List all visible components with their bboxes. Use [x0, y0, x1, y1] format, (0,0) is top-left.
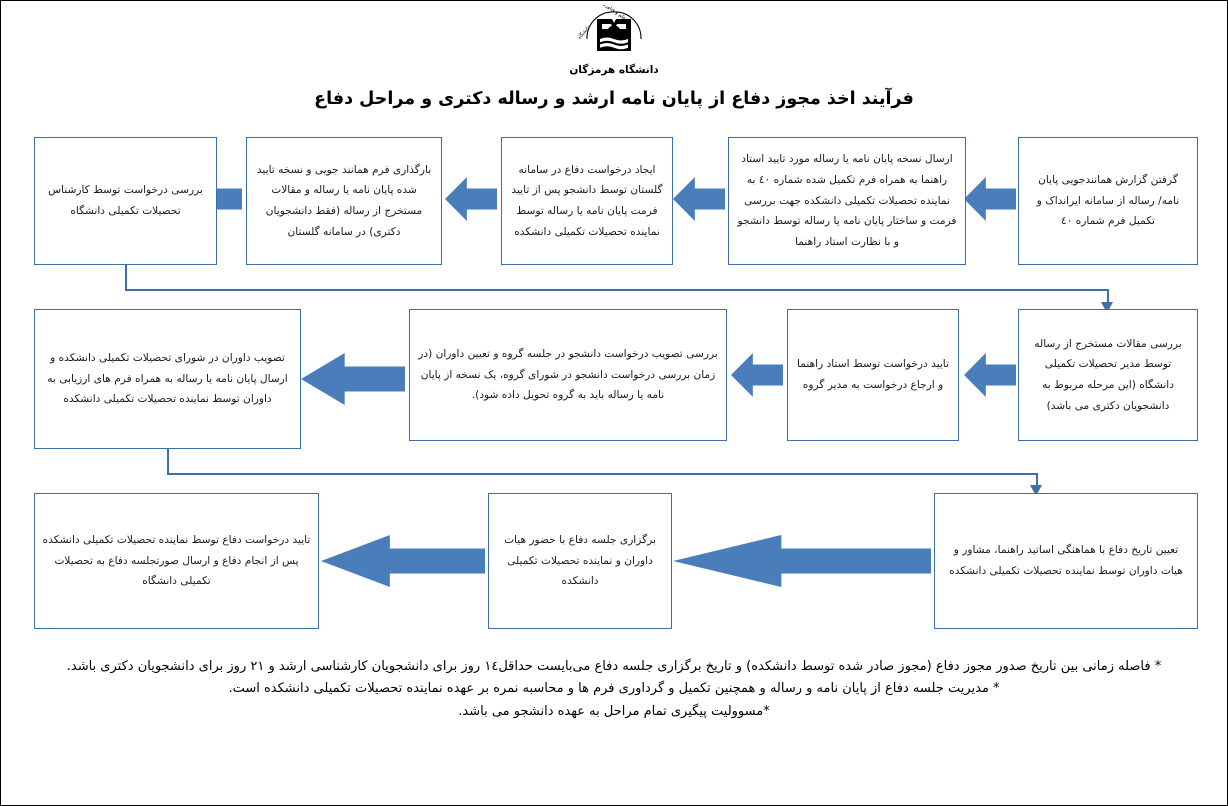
flow-step-9[interactable]: تصویب داوران در شورای تحصیلات تکمیلی دان… [34, 309, 301, 449]
flow-step-10-label: تعیین تاریخ دفاع با هماهنگی اساتید راهنم… [949, 544, 1183, 577]
university-name: دانشگاه هرمزگان [569, 64, 659, 76]
flow-step-11-label: برگزاری جلسه دفاع با حضور هیات داوران و … [504, 534, 656, 588]
flow-step-8[interactable]: بررسی تصویب درخواست دانشجو در جلسه گروه … [409, 309, 727, 441]
page-title: فرآیند اخذ مجوز دفاع از پایان نامه ارشد … [314, 89, 914, 109]
flow-step-12[interactable]: تایید درخواست دفاع توسط نماینده تحصیلات … [34, 493, 319, 629]
flow-step-5-label: بررسی درخواست توسط کارشناس تحصیلات تکمیل… [48, 184, 203, 217]
arrow-left-icon-7 [301, 353, 405, 405]
flow-step-7-label: تایید درخواست توسط استاد راهنما و ارجاع … [797, 358, 949, 391]
arrow-left-icon-2 [673, 177, 725, 221]
footer-note-1: * فاصله زمانی بین تاریخ صدور مجوز دفاع (… [66, 659, 1162, 674]
flow-step-10[interactable]: تعیین تاریخ دفاع با هماهنگی اساتید راهنم… [934, 493, 1198, 629]
arrow-left-icon-9 [321, 535, 485, 587]
connector-row2-to-row3-vertical-right [1036, 473, 1038, 491]
flow-step-6-label: بررسی مقالات مستخرج از رساله توسط مدیر ت… [1034, 337, 1182, 412]
footer-note-2: * مدیریت جلسه دفاع از پایان نامه و رساله… [228, 681, 1000, 697]
flow-step-1-label: گرفتن گزارش همانندجویی پایان نامه/ رساله… [1036, 174, 1180, 228]
arrow-left-icon-8 [673, 535, 931, 587]
flow-step-5[interactable]: بررسی درخواست توسط کارشناس تحصیلات تکمیل… [34, 137, 217, 265]
connector-row1-to-row2-vertical-left [125, 265, 127, 290]
flow-step-2-label: ارسال نسخه پایان نامه یا رساله مورد تایی… [737, 153, 957, 248]
university-book-emblem-icon: دانشگاه علم و فناوری [559, 5, 669, 67]
flow-step-2[interactable]: ارسال نسخه پایان نامه یا رساله مورد تایی… [728, 137, 966, 265]
flow-step-3-label: ایجاد درخواست دفاع در سامانه گلستان توسط… [511, 163, 663, 238]
flow-step-6[interactable]: بررسی مقالات مستخرج از رساله توسط مدیر ت… [1018, 309, 1198, 441]
footer-note-3: *مسوولیت پیگیری تمام مراحل به عهده دانشج… [458, 703, 770, 719]
connector-row2-to-row3-vertical-left [167, 449, 169, 474]
flow-step-9-label: تصویب داوران در شورای تحصیلات تکمیلی دان… [47, 352, 288, 406]
flow-step-11[interactable]: برگزاری جلسه دفاع با حضور هیات داوران و … [488, 493, 672, 629]
flow-step-7[interactable]: تایید درخواست توسط استاد راهنما و ارجاع … [787, 309, 959, 441]
footer-notes: * فاصله زمانی بین تاریخ صدور مجوز دفاع (… [15, 656, 1213, 723]
flow-step-3[interactable]: ایجاد درخواست دفاع در سامانه گلستان توسط… [501, 137, 673, 265]
arrow-left-icon-6 [731, 353, 783, 397]
flow-step-4[interactable]: بارگذاری فرم همانند جویی و نسخه تایید شد… [246, 137, 442, 265]
flow-step-1[interactable]: گرفتن گزارش همانندجویی پایان نامه/ رساله… [1018, 137, 1198, 265]
arrow-left-icon-5 [964, 353, 1016, 397]
arrow-left-icon-3 [445, 177, 497, 221]
connector-row1-to-row2-vertical-right [1107, 289, 1109, 309]
connector-arrowhead-row3 [1030, 485, 1042, 496]
header-logo-block: دانشگاه علم و فناوری دانشگاه هرمزگان [1, 5, 1227, 76]
flow-step-12-label: تایید درخواست دفاع توسط نماینده تحصیلات … [42, 534, 311, 588]
connector-row2-to-row3-horizontal [167, 473, 1037, 475]
arrow-left-icon-1 [964, 177, 1016, 221]
flow-step-8-label: بررسی تصویب درخواست دانشجو در جلسه گروه … [418, 348, 718, 402]
connector-arrowhead-row2 [1101, 302, 1113, 313]
connector-row1-to-row2-horizontal [125, 289, 1108, 291]
svg-text:دانشگاه: دانشگاه [576, 24, 592, 41]
flow-step-4-label: بارگذاری فرم همانند جویی و نسخه تایید شد… [256, 163, 432, 238]
